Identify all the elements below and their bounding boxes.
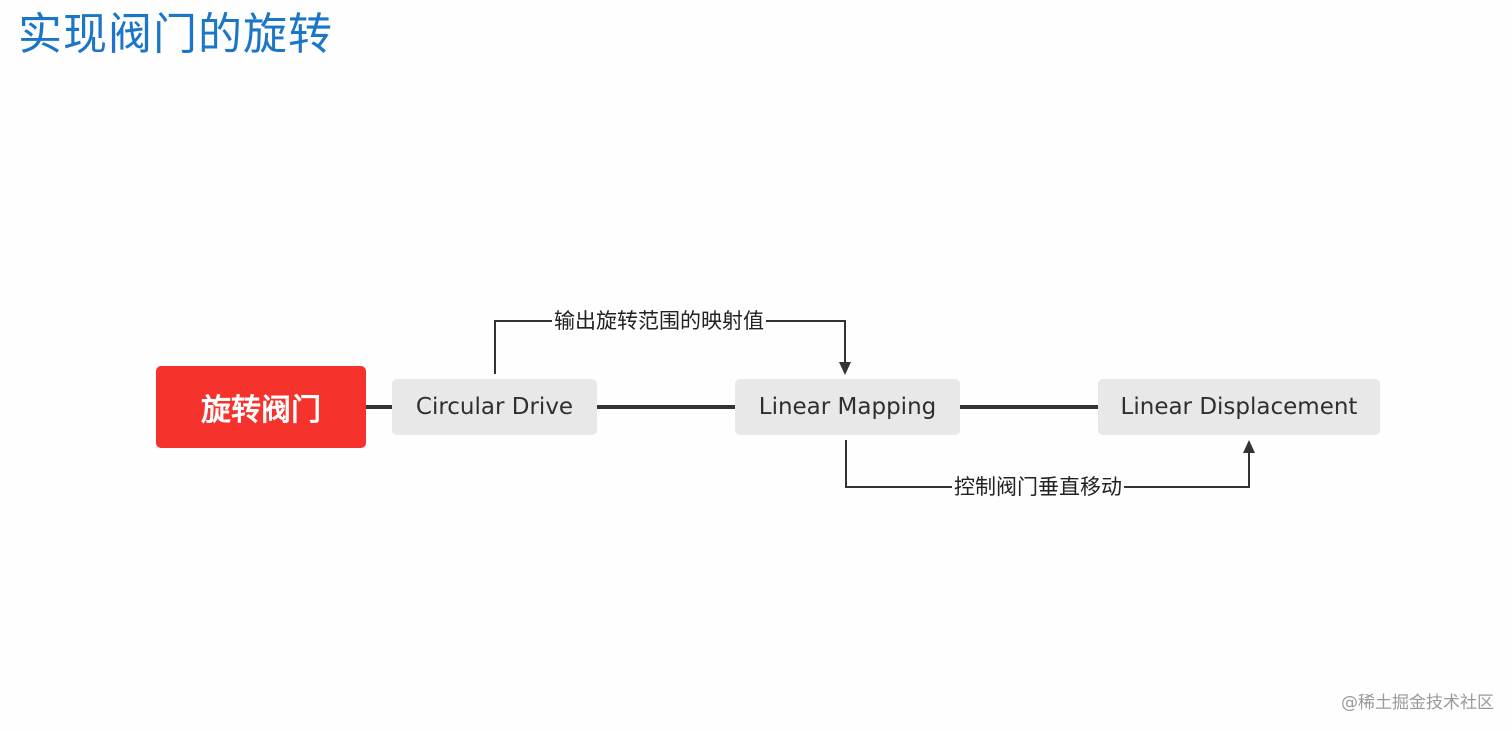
arrowhead-down bbox=[839, 362, 851, 375]
page-title: 实现阀门的旋转 bbox=[18, 9, 333, 60]
watermark: @稀土掘金技术社区 bbox=[1341, 693, 1494, 713]
circular-drive-node[interactable]: Circular Drive bbox=[392, 379, 597, 435]
linear-mapping-node[interactable]: Linear Mapping bbox=[735, 379, 960, 435]
edge-label-mapping-to-displacement: 控制阀门垂直移动 bbox=[952, 474, 1124, 500]
root-node[interactable]: 旋转阀门 bbox=[156, 366, 366, 448]
arrowhead-up bbox=[1243, 440, 1255, 453]
linear-displacement-node[interactable]: Linear Displacement bbox=[1098, 379, 1380, 435]
edge-label-drive-to-mapping: 输出旋转范围的映射值 bbox=[552, 308, 766, 334]
